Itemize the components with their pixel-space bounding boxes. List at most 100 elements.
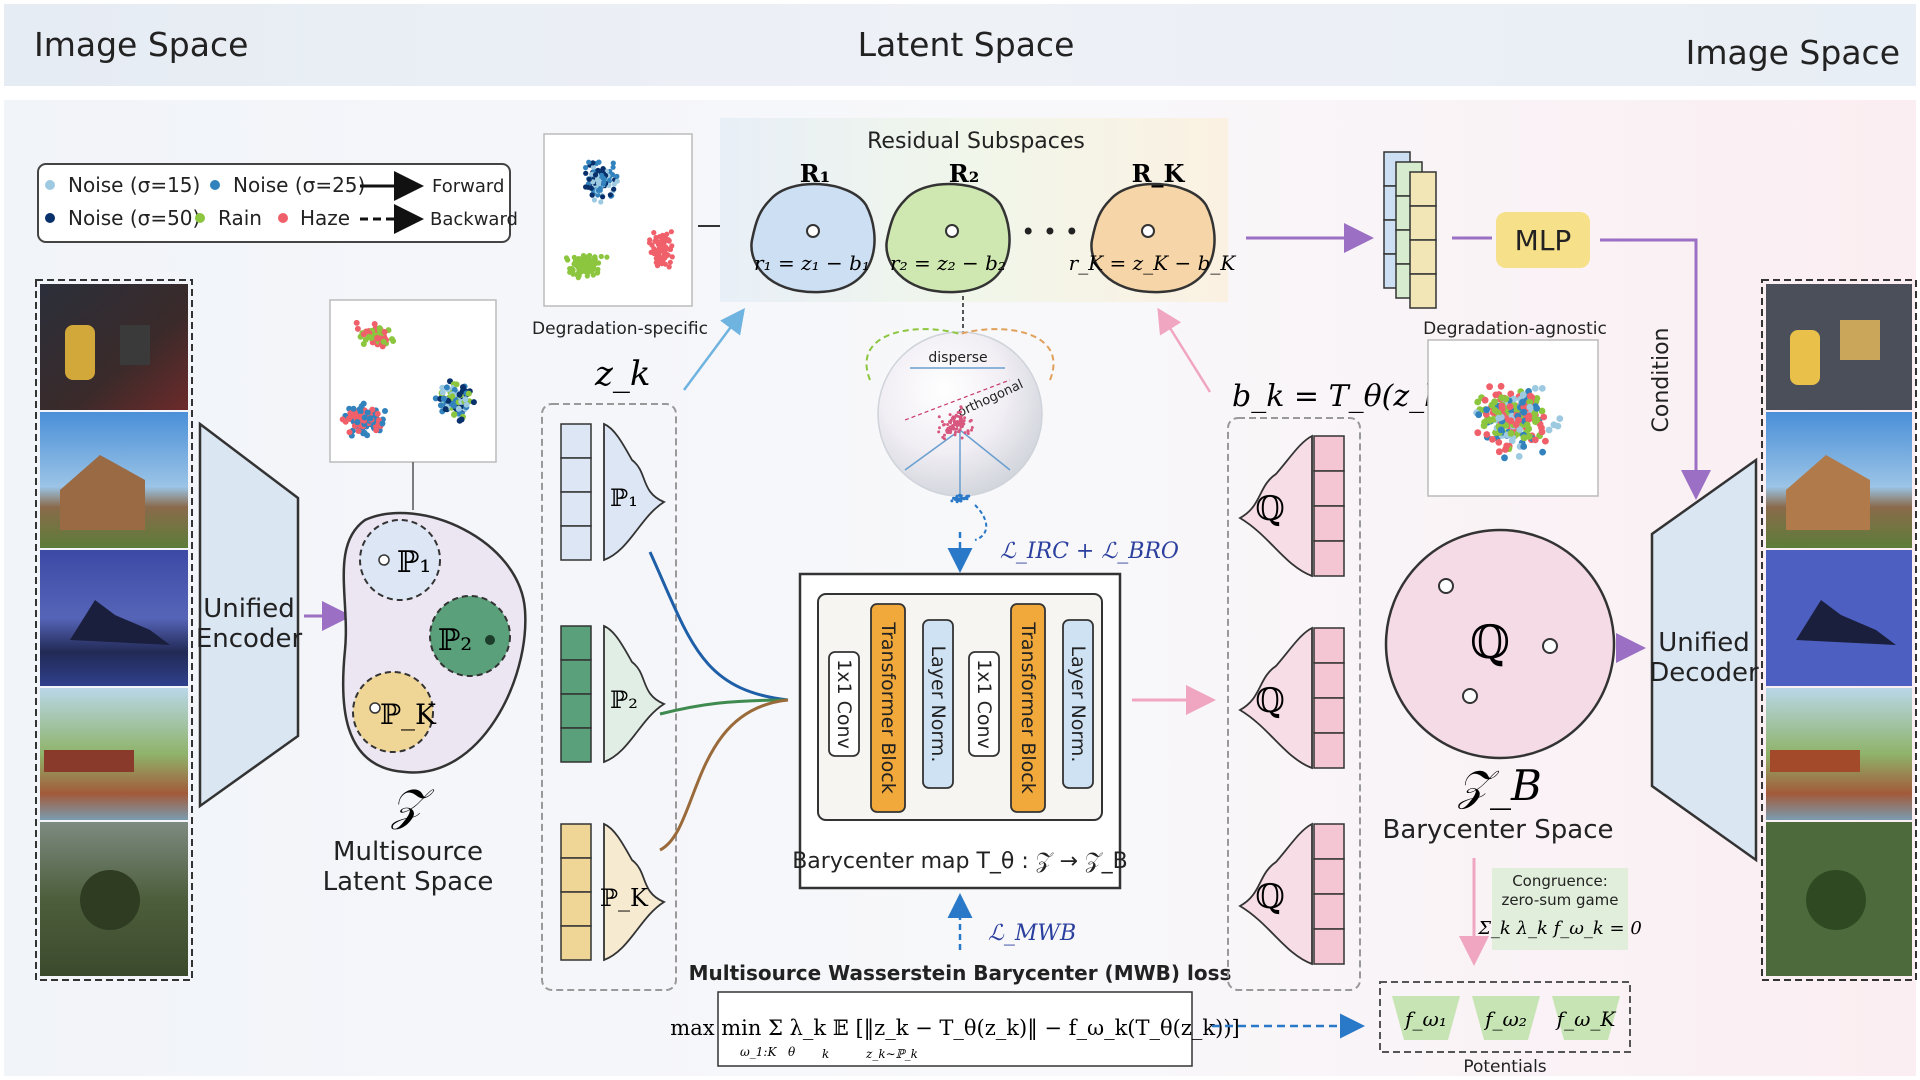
- scatter-point: [1545, 426, 1553, 434]
- q-stack-cell: [1313, 540, 1345, 577]
- mwb-formula: max min Σ λ_k 𝔼 [‖z_k − T_θ(z_k)‖ − f_ω_…: [670, 1016, 1239, 1041]
- scatter-point: [654, 238, 660, 244]
- q-distribution-label: ℚ: [1255, 681, 1285, 721]
- potential-f1: f_ω₁: [1403, 1007, 1447, 1031]
- scatter-point: [1490, 415, 1497, 423]
- scatter-point: [590, 160, 596, 166]
- p2-label: ℙ₂: [438, 623, 473, 658]
- scatter-point: [437, 402, 444, 409]
- scatter-point: [1519, 398, 1526, 406]
- congruence-line-3: Σ_k λ_k f_ω_k = 0: [1477, 918, 1642, 939]
- sphere-point: [963, 431, 967, 435]
- arrow-to-residual-left: [682, 307, 745, 391]
- scatter-point: [601, 179, 607, 185]
- barycenter-map-block: [1062, 619, 1094, 789]
- scatter-point: [470, 399, 477, 406]
- scatter-point: [456, 391, 463, 398]
- scatter-point: [1532, 418, 1539, 425]
- sphere-arc-right: [959, 328, 1055, 381]
- mwb-sub-z: z_k∼ℙ_k: [865, 1047, 918, 1061]
- scatter-point: [1533, 405, 1541, 412]
- sphere-point: [958, 418, 962, 422]
- scatter-point: [379, 420, 386, 427]
- scatter-point: [587, 252, 593, 259]
- residual-r2-label: R₂: [949, 159, 979, 188]
- scatter-point: [595, 167, 601, 173]
- congruence-box: Congruence: zero-sum game Σ_k λ_k f_ω_k …: [1477, 868, 1642, 950]
- scatter-point: [346, 415, 352, 422]
- sphere-point: [958, 428, 962, 432]
- curve-p2: [659, 698, 789, 716]
- barycenter-map-block: [828, 651, 860, 757]
- sphere-point: [955, 420, 959, 423]
- scatter-point: [611, 181, 617, 187]
- sphere-point: [954, 413, 958, 417]
- output-image-toys: [1766, 284, 1912, 410]
- sphere-point: [961, 420, 965, 424]
- scatter-point: [607, 192, 614, 198]
- scatter-point: [669, 254, 675, 260]
- scatter-point: [1498, 402, 1506, 410]
- header-left-title: Image Space: [34, 25, 248, 64]
- scatter-point: [591, 266, 597, 272]
- distribution-pk: [352, 671, 434, 753]
- scatter-point: [1501, 454, 1508, 462]
- legend-rain: Rain: [218, 206, 262, 230]
- scatter-point: [591, 197, 598, 203]
- sphere-point: [953, 496, 957, 500]
- scatter-point: [653, 260, 659, 266]
- scatter-point: [350, 405, 357, 412]
- legend-noise15: Noise (σ=15): [68, 173, 200, 197]
- mwb-sub-theta: θ: [788, 1045, 796, 1059]
- scatter-point: [598, 199, 604, 205]
- sphere-point: [952, 423, 956, 427]
- scatter-point: [1488, 401, 1496, 409]
- potentials-label: Potentials: [1463, 1057, 1546, 1077]
- sphere-point: [959, 410, 963, 414]
- q-stack-cell: [1313, 732, 1345, 769]
- sphere-point: [959, 414, 963, 418]
- distribution-p2: [429, 595, 511, 677]
- scatter-point: [1516, 426, 1524, 433]
- scatter-point: [661, 242, 667, 248]
- sphere-point: [959, 405, 963, 409]
- scatter-point: [1520, 434, 1528, 442]
- header-band: [4, 4, 1916, 86]
- scatter-point: [656, 242, 663, 248]
- legend-noise25: Noise (σ=25): [233, 173, 365, 197]
- scatter-point: [662, 233, 668, 239]
- barycenter-map-block-label: Transformer Block: [877, 621, 899, 793]
- zk-distribution-curve: [603, 422, 666, 562]
- scatter-point: [1507, 390, 1515, 398]
- sphere-point: [937, 430, 941, 434]
- scatter-point: [366, 333, 372, 340]
- scatter-point: [1481, 418, 1488, 426]
- legend-dot-noise50: [45, 213, 55, 223]
- output-images: [1761, 279, 1917, 981]
- sphere-point: [950, 499, 954, 503]
- barycenter-map-block-label: Transformer Block: [1017, 621, 1039, 793]
- scatter-point: [1531, 436, 1539, 444]
- scatter-point: [381, 329, 388, 335]
- scatter-point: [1492, 391, 1500, 399]
- scatter-point: [578, 259, 584, 265]
- scatter-point: [598, 253, 604, 260]
- zk-distribution-label: ℙ₁: [610, 484, 638, 512]
- potential-f1-shape: [1392, 996, 1460, 1040]
- scatter-point: [358, 403, 365, 410]
- sphere-point: [963, 416, 967, 420]
- scatter-point: [451, 387, 458, 393]
- scatter-point: [1507, 429, 1515, 437]
- sphere-point: [948, 413, 952, 417]
- scatter-point: [1489, 436, 1496, 443]
- scatter-point: [567, 269, 573, 275]
- bk-label: b_k = T_θ(z_k): [1232, 379, 1454, 414]
- feature-stack-cell: [1409, 171, 1437, 207]
- scatter-point: [591, 257, 597, 263]
- scatter-point: [596, 159, 602, 165]
- sphere-point: [957, 497, 961, 501]
- scatter-point: [1540, 413, 1548, 421]
- scatter-point: [1515, 453, 1523, 460]
- feature-stack-cell: [1409, 239, 1437, 275]
